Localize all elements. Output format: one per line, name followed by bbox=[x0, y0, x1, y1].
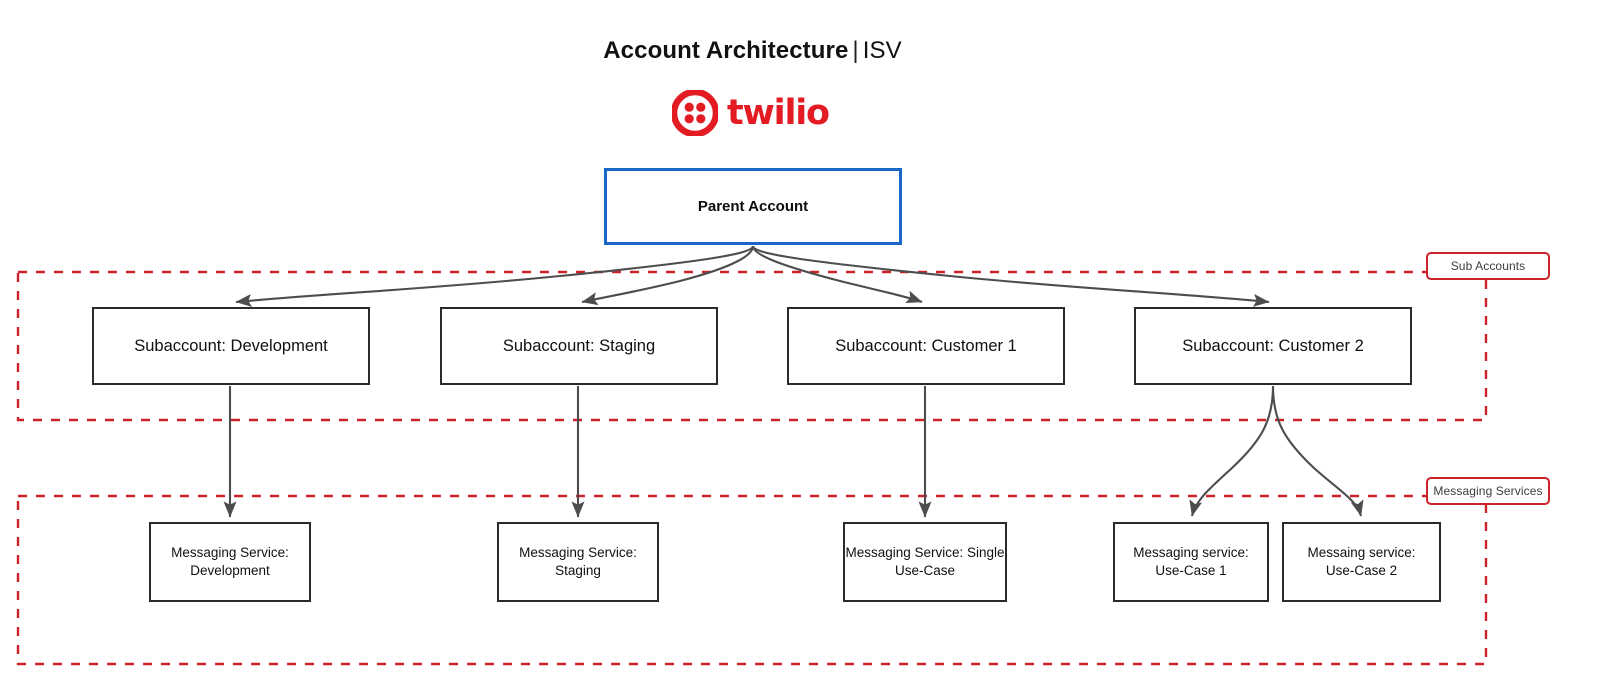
page-title: Account Architecture|ISV bbox=[0, 36, 1505, 66]
edge-customer-2-to-svc-1 bbox=[1189, 385, 1275, 517]
edge-parent-to-customer-1 bbox=[751, 245, 923, 303]
node-label: Subaccount: Development bbox=[134, 336, 328, 355]
page-title-sub: ISV bbox=[862, 37, 902, 64]
edge-parent-to-staging bbox=[581, 245, 755, 306]
group-label-messaging-services: Messaging Services bbox=[1426, 477, 1550, 505]
node-label: Messaing service: Use-Case 2 bbox=[1307, 545, 1416, 578]
node-svc-use-case-1[interactable]: Messaging service: Use-Case 1 bbox=[1113, 522, 1269, 602]
node-svc-staging[interactable]: Messaging Service: Staging bbox=[497, 522, 659, 602]
group-frames bbox=[16, 270, 1488, 666]
connectors-subaccounts-to-services bbox=[223, 386, 932, 518]
brand-name: twilio bbox=[727, 92, 830, 133]
node-label: Subaccount: Customer 1 bbox=[835, 336, 1017, 355]
node-label: Messaging Service: Staging bbox=[519, 545, 637, 578]
group-frame-sub-accounts bbox=[16, 270, 1488, 422]
twilio-logo-icon bbox=[672, 90, 718, 136]
node-sub-customer-1[interactable]: Subaccount: Customer 1 bbox=[787, 307, 1065, 385]
node-sub-staging[interactable]: Subaccount: Staging bbox=[440, 307, 718, 385]
edge-parent-to-development bbox=[235, 245, 755, 308]
node-parent-account[interactable]: Parent Account bbox=[604, 168, 902, 245]
node-label: Subaccount: Customer 2 bbox=[1182, 336, 1364, 355]
connectors-customer-2-to-services bbox=[1189, 385, 1364, 517]
group-label-sub-accounts: Sub Accounts bbox=[1426, 252, 1550, 280]
page-title-separator: | bbox=[852, 37, 859, 64]
node-label: Messaging service: Use-Case 1 bbox=[1133, 545, 1249, 578]
node-label: Subaccount: Staging bbox=[502, 336, 656, 355]
node-svc-use-case-2[interactable]: Messaing service: Use-Case 2 bbox=[1282, 522, 1441, 602]
node-svc-development[interactable]: Messaging Service: Development bbox=[149, 522, 311, 602]
node-sub-customer-2[interactable]: Subaccount: Customer 2 bbox=[1134, 307, 1412, 385]
page-title-main: Account Architecture bbox=[603, 37, 849, 64]
node-label: Messaging Service: Development bbox=[171, 545, 289, 578]
node-svc-single-use-case[interactable]: Messaging Service: Single Use-Case bbox=[843, 522, 1007, 602]
connectors-parent-to-subaccounts bbox=[235, 245, 1270, 308]
brand-logo: twilio bbox=[672, 90, 830, 136]
edge-parent-to-customer-2 bbox=[751, 245, 1270, 307]
group-frame-messaging-services bbox=[16, 494, 1488, 666]
group-label-text: Messaging Services bbox=[1433, 484, 1543, 498]
edge-customer-2-to-svc-2 bbox=[1271, 385, 1364, 517]
node-sub-development[interactable]: Subaccount: Development bbox=[92, 307, 370, 385]
node-label: Messaging Service: Single Use-Case bbox=[845, 545, 1005, 578]
node-label: Parent Account bbox=[697, 198, 809, 215]
group-label-text: Sub Accounts bbox=[1450, 259, 1526, 273]
